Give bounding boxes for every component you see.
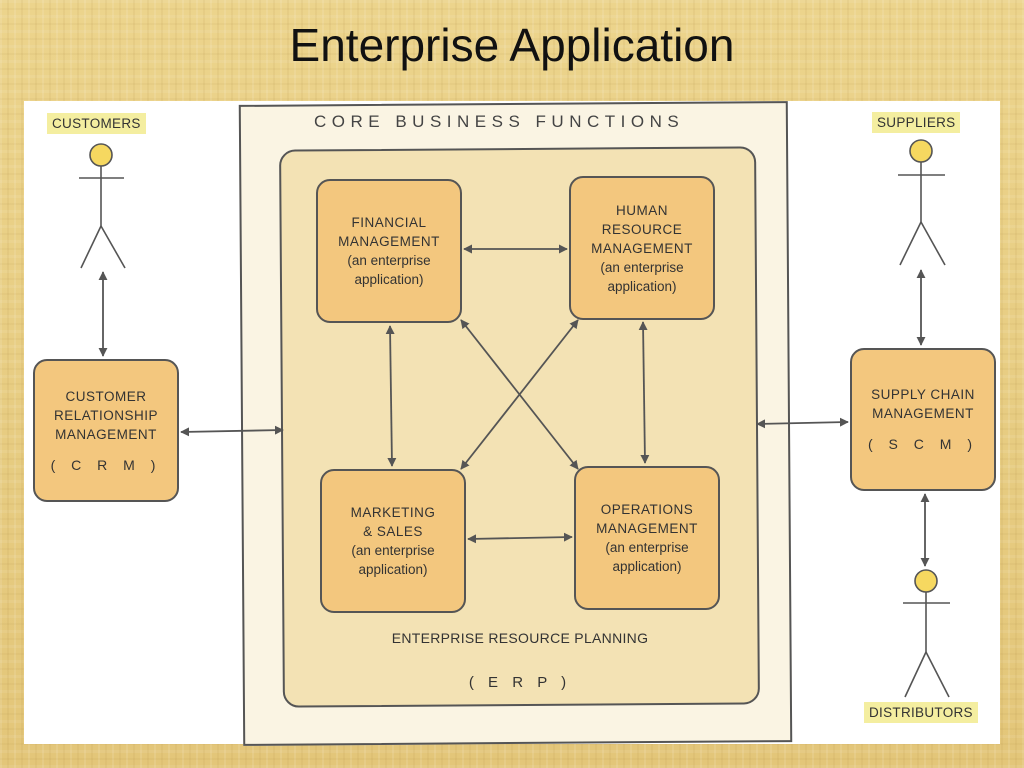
node-title-line: MANAGEMENT bbox=[338, 234, 440, 249]
slide-title: Enterprise Application bbox=[289, 19, 735, 71]
supplier-actor-icon bbox=[898, 139, 946, 266]
node-title-line: & SALES bbox=[363, 524, 423, 539]
node-subtitle-line: (an enterprise bbox=[600, 259, 684, 275]
node-subtitle-line: (an enterprise bbox=[605, 540, 689, 555]
crm-node: CUSTOMER RELATIONSHIP MANAGEMENT ( C R M… bbox=[33, 359, 179, 502]
node-title-line: OPERATIONS bbox=[600, 502, 694, 517]
financial-management-node: FINANCIAL MANAGEMENT (an enterprise appl… bbox=[316, 179, 462, 323]
marketing-sales-node: MARKETING & SALES (an enterprise applica… bbox=[320, 469, 466, 613]
hr-operations-arrow bbox=[638, 321, 650, 464]
node-title-line: RESOURCE bbox=[601, 221, 683, 237]
node-title-line: HUMAN bbox=[616, 202, 668, 218]
customer-actor-icon bbox=[79, 143, 126, 269]
scm-abbreviation: ( S C M ) bbox=[868, 436, 978, 452]
node-title-line: FINANCIAL bbox=[351, 215, 427, 230]
crm-abbreviation: ( C R M ) bbox=[50, 456, 162, 473]
distributors-label: DISTRIBUTORS bbox=[864, 702, 978, 723]
operations-management-node: OPERATIONS MANAGEMENT (an enterprise app… bbox=[574, 466, 720, 610]
node-subtitle-line: (an enterprise bbox=[347, 253, 431, 268]
node-title-line: RELATIONSHIP bbox=[53, 407, 159, 423]
node-title-line: MANAGEMENT bbox=[872, 406, 974, 421]
customers-label: CUSTOMERS bbox=[47, 113, 146, 134]
erp-abbreviation: ( E R P ) bbox=[468, 674, 572, 691]
erp-scm-arrow bbox=[756, 417, 849, 429]
node-subtitle-line: application) bbox=[354, 272, 424, 287]
distributor-actor-icon bbox=[903, 569, 950, 698]
node-title-line: CUSTOMER bbox=[65, 388, 147, 404]
node-title-line: MANAGEMENT bbox=[55, 426, 157, 442]
financial-marketing-arrow bbox=[385, 325, 397, 467]
node-subtitle-line: (an enterprise bbox=[351, 543, 435, 558]
marketing-operations-arrow bbox=[467, 532, 573, 544]
node-subtitle-line: application) bbox=[612, 559, 682, 574]
node-title-line: SUPPLY CHAIN bbox=[871, 387, 975, 402]
human-resource-management-node: HUMAN RESOURCE MANAGEMENT (an enterprise… bbox=[569, 176, 715, 320]
erp-title: ENTERPRISE RESOURCE PLANNING bbox=[391, 630, 649, 646]
hr-marketing-arrow bbox=[460, 319, 579, 470]
node-subtitle-line: application) bbox=[358, 562, 428, 577]
core-business-functions-title: CORE BUSINESS FUNCTIONS bbox=[314, 112, 685, 131]
scm-node: SUPPLY CHAIN MANAGEMENT ( S C M ) bbox=[850, 348, 996, 491]
node-title-line: MANAGEMENT bbox=[591, 240, 693, 256]
node-title-line: MARKETING bbox=[350, 505, 436, 520]
node-title-line: MANAGEMENT bbox=[596, 521, 698, 536]
suppliers-label: SUPPLIERS bbox=[872, 112, 961, 133]
node-subtitle-line: application) bbox=[607, 278, 677, 294]
crm-erp-arrow bbox=[180, 425, 284, 437]
